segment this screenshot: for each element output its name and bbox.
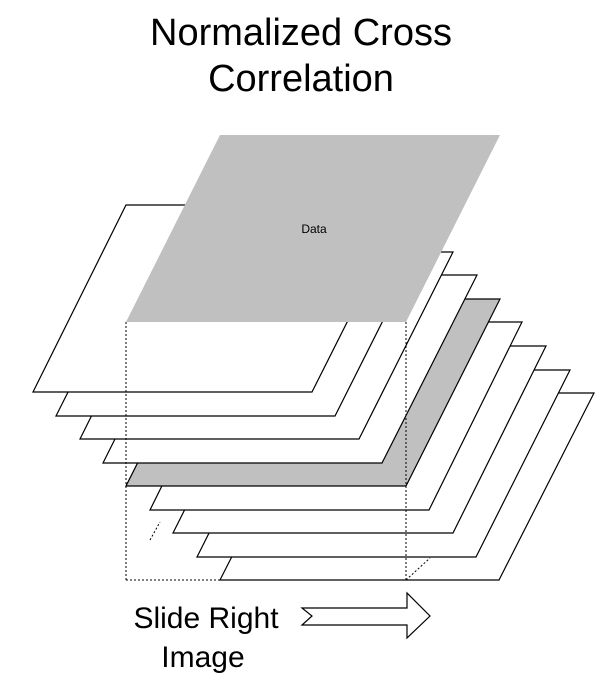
caption-line-2: Image xyxy=(161,641,245,674)
projection-line-inner xyxy=(149,521,161,541)
diagram-title-line-1: Normalized Cross xyxy=(150,12,452,54)
projection-line-diagonal xyxy=(405,557,431,581)
right-arrow-outline-icon xyxy=(300,591,431,640)
data-plane-label: Data xyxy=(301,222,327,236)
diagram-title-line-2: Correlation xyxy=(208,58,394,100)
data-plane xyxy=(126,135,500,322)
caption-line-1: Slide Right xyxy=(133,602,279,635)
